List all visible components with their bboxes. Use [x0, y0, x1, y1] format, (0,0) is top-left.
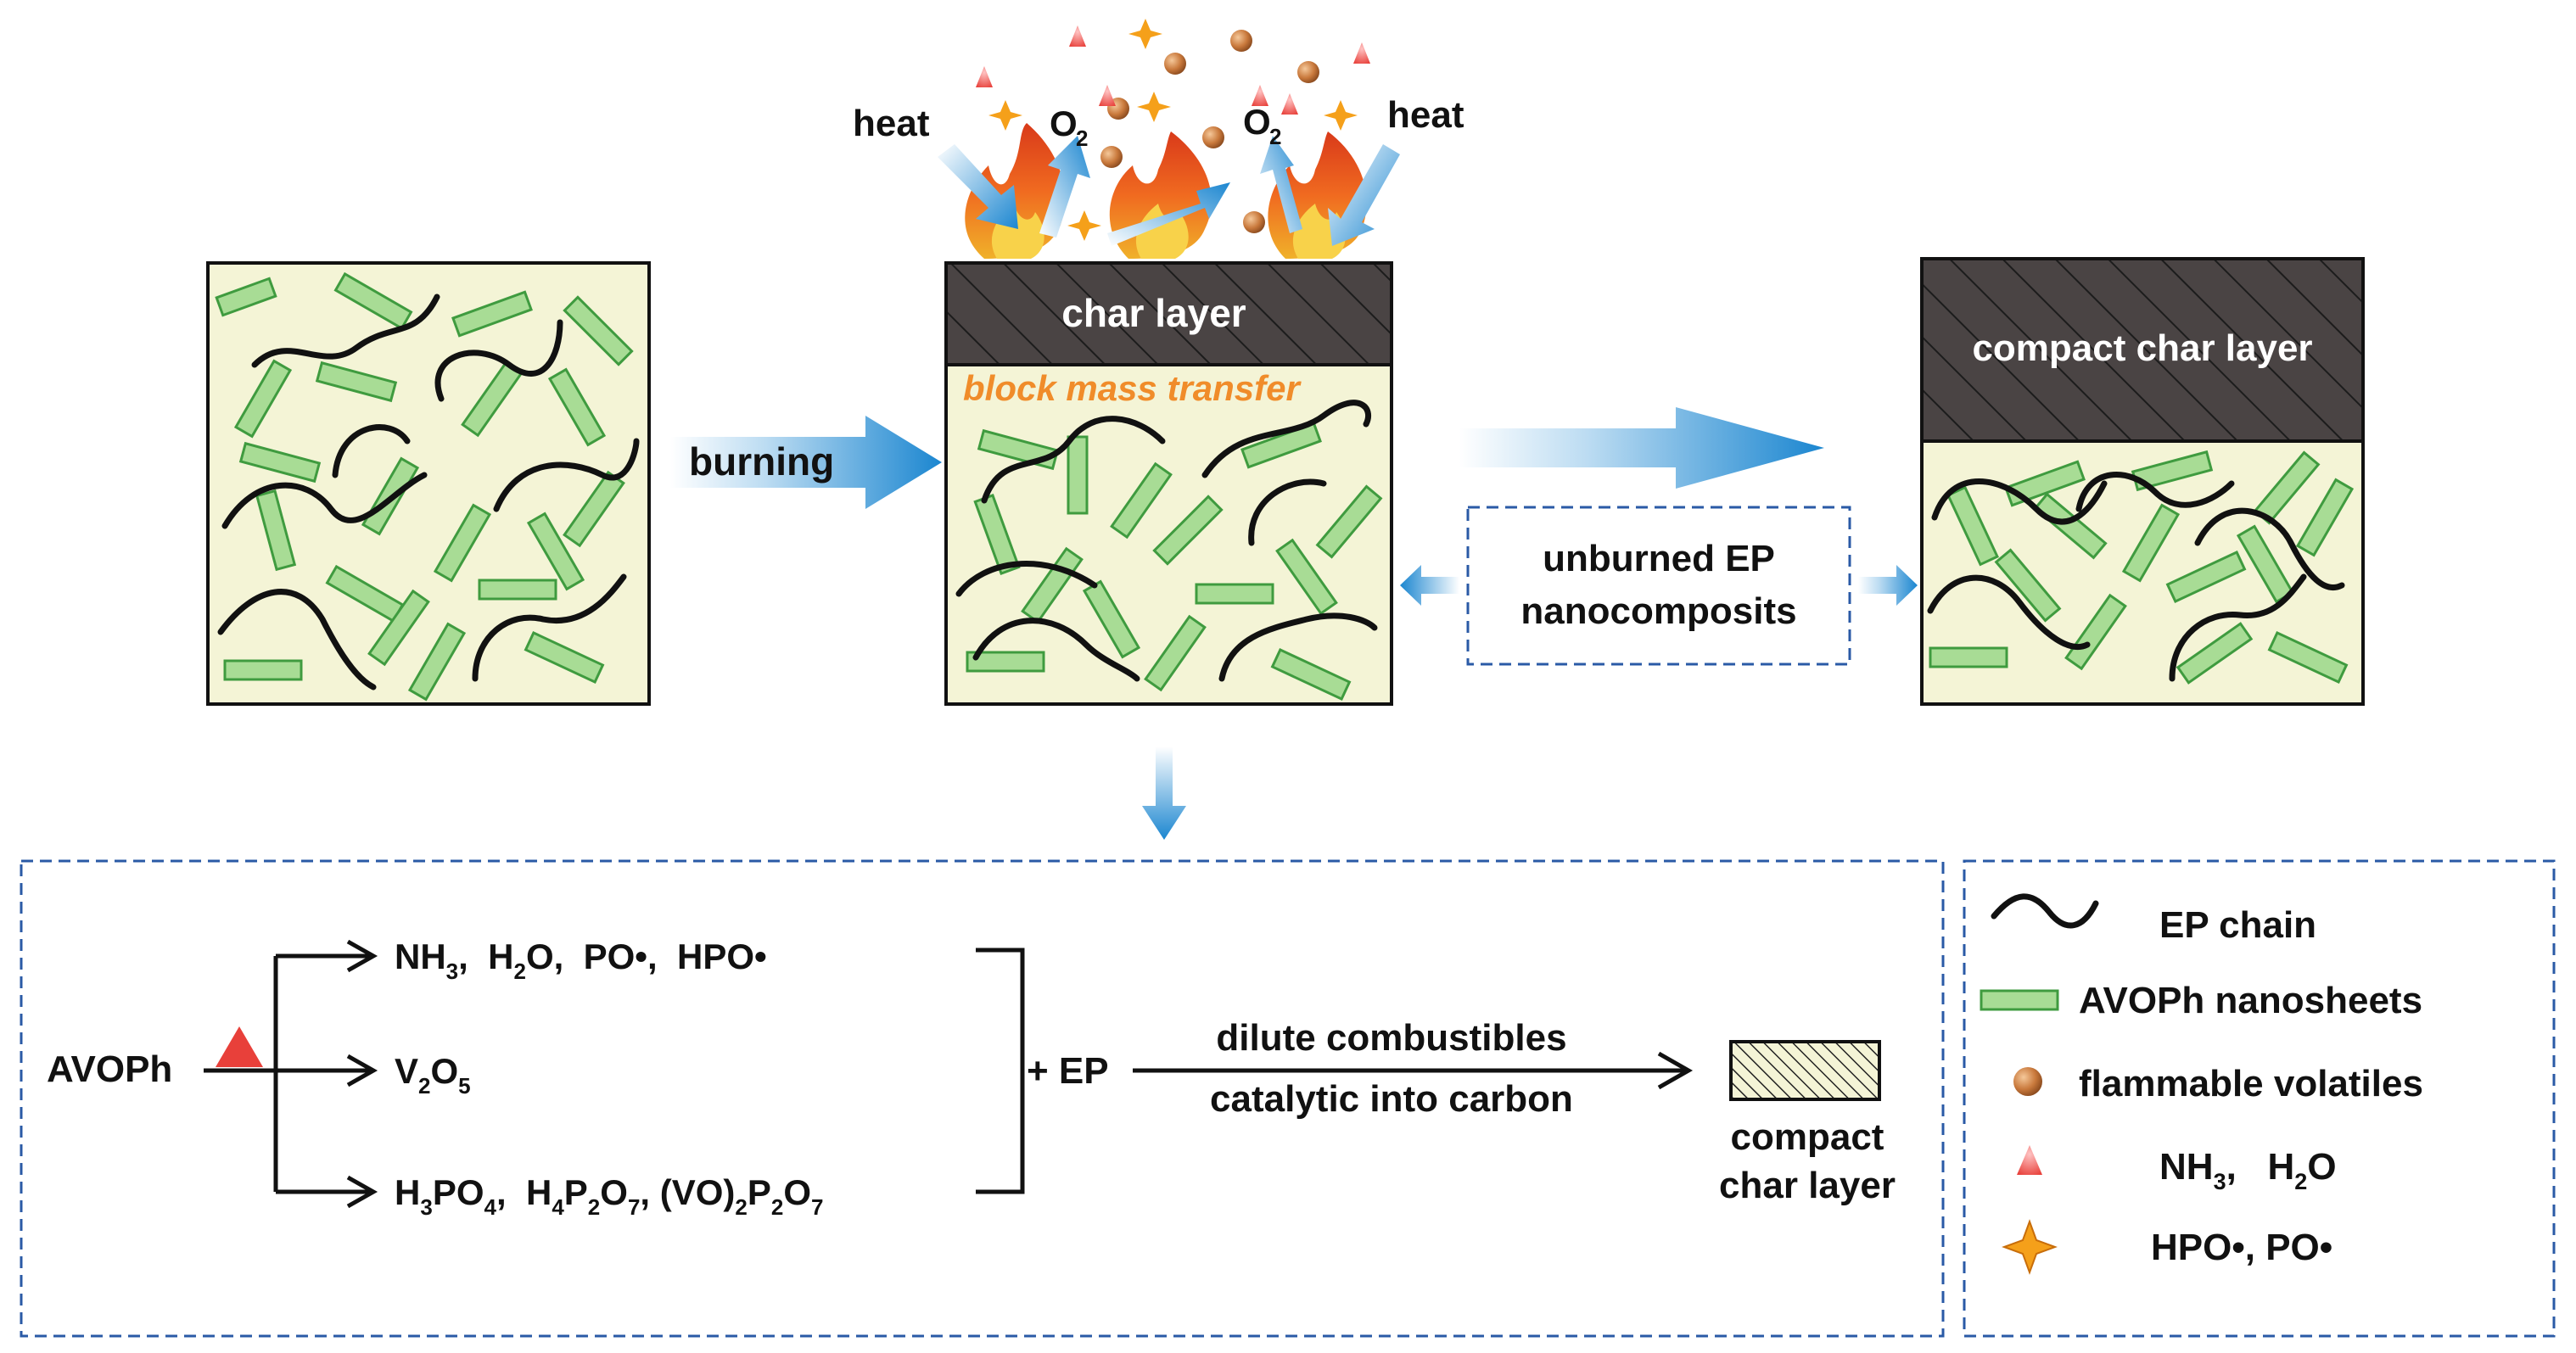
unburned-ep-line1: unburned EP — [1543, 538, 1775, 579]
unburned-ep-box: unburned EP nanocomposits — [1466, 506, 1851, 666]
reactant-avoph: AVOPh — [47, 1048, 172, 1090]
o2-left-label: O 2 — [1050, 103, 1088, 151]
small-arrow-left — [1400, 565, 1459, 606]
ep-chain-icon — [1991, 893, 2099, 929]
panel-compact-char: compact char layer — [1920, 257, 2365, 706]
legend-avoph-nanosheets: AVOPh nanosheets — [2079, 980, 2422, 1021]
legend-flammable-volatiles: flammable volatiles — [2079, 1063, 2423, 1104]
panel-epoxy-initial — [206, 261, 651, 706]
reaction-arrow — [1133, 1051, 1694, 1090]
nanosheets-panel-1 — [215, 271, 634, 702]
heat-triangle-icon — [216, 1026, 263, 1067]
small-arrow-right — [1858, 565, 1918, 606]
legend-ep-chain: EP chain — [2159, 904, 2316, 946]
plus-ep-label: + EP — [1027, 1050, 1109, 1092]
compact-char-swatch — [1729, 1040, 1881, 1101]
svg-text:2: 2 — [1269, 124, 1281, 149]
heat-left-label: heat — [853, 103, 930, 144]
burning-label: burning — [689, 439, 834, 484]
nanosheets-panel-2 — [966, 422, 1383, 701]
block-mass-transfer-label: block mass transfer — [963, 368, 1302, 408]
char-layer-block — [944, 261, 1393, 366]
svg-text:O: O — [1243, 102, 1271, 142]
svg-text:2: 2 — [1076, 126, 1088, 151]
compact-char-block — [1920, 257, 2365, 443]
volatiles-cloud — [976, 19, 1370, 241]
legend-hpo-po: HPO•, PO• — [2151, 1227, 2332, 1268]
o2-right-label: O 2 — [1243, 102, 1281, 149]
products-gases: NH3, H2O, PO•, HPO• — [395, 936, 767, 984]
arrow-top-label: dilute combustibles — [1216, 1017, 1566, 1059]
products-v2o5: V2O5 — [395, 1051, 471, 1099]
svg-text:O: O — [1050, 103, 1078, 143]
ep-chains-panel-3 — [1927, 472, 2345, 682]
unburned-ep-line2: nanocomposits — [1520, 590, 1796, 632]
legend-nh3-h2o: NH3, H2O — [2159, 1146, 2337, 1194]
down-arrow — [1142, 746, 1186, 840]
ep-chains-panel-2 — [955, 400, 1378, 682]
flames — [965, 123, 1367, 259]
radical-star-icon — [2002, 1219, 2058, 1275]
panel-burning: char layer block mass transfer — [944, 261, 1393, 706]
nanosheets-panel-3 — [1929, 450, 2355, 685]
product-line1: compact — [1731, 1116, 1884, 1158]
burning-arrow: burning — [670, 416, 942, 509]
reaction-box: AVOPh NH3, H2O, PO•, HPO• V2O5 H3PO4, H4… — [20, 859, 1945, 1338]
product-bracket — [976, 948, 1025, 1194]
ep-chains-panel-1 — [217, 294, 640, 690]
volatile-ball-icon — [2013, 1067, 2042, 1096]
nh3-triangle-icon — [2017, 1145, 2042, 1175]
char-layer-label: char layer — [1061, 291, 1246, 335]
arrow-bottom-label: catalytic into carbon — [1210, 1078, 1573, 1120]
products-phosphoric: H3PO4, H4P2O7, (VO)2P2O7 — [395, 1172, 824, 1220]
product-line2: char layer — [1719, 1165, 1896, 1206]
heat-o2-arrows: heat heat O 2 O 2 — [853, 94, 1464, 246]
arrow-to-compact-char — [1459, 407, 1824, 489]
branch-lines — [204, 939, 378, 1209]
heat-right-label: heat — [1387, 94, 1464, 136]
legend: EP chain AVOPh nanosheets flammable vola… — [1963, 859, 2556, 1338]
nanosheet-icon — [1980, 989, 2059, 1011]
compact-char-layer-label: compact char layer — [1972, 327, 2312, 369]
